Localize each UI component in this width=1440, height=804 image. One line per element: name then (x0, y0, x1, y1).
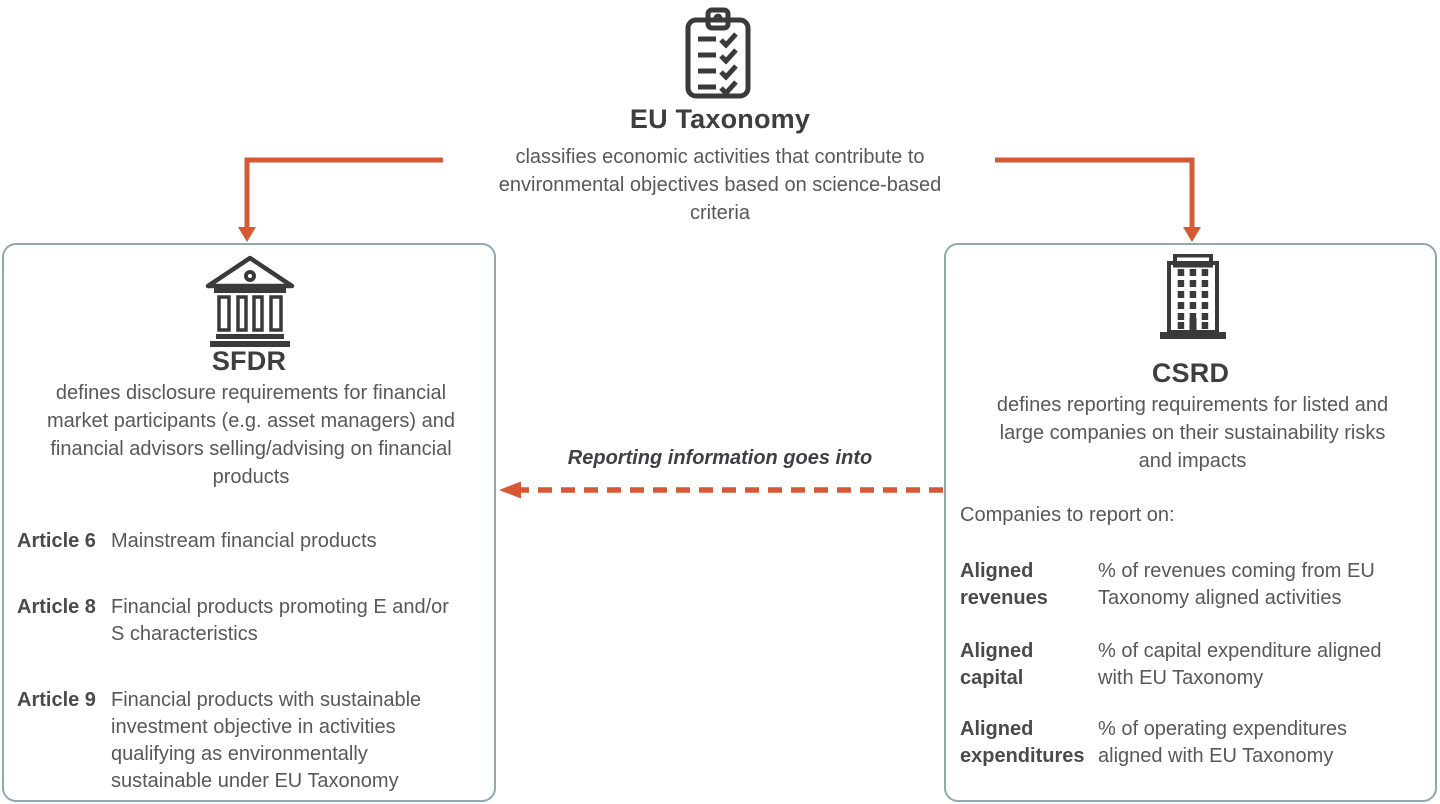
article-8-label: Article 8 (17, 596, 96, 618)
aligned-expenditures-label: Aligned expenditures (960, 718, 1085, 767)
csrd-box: CSRD defines reporting requirements for … (944, 243, 1437, 802)
sfdr-article-8-row: Article 8 Financial products promoting E… (17, 594, 459, 648)
csrd-report-intro: Companies to report on: (960, 504, 1175, 526)
csrd-description: defines reporting requirements for liste… (996, 394, 1389, 472)
csrd-metric-aligned-expenditures: Aligned expenditures % of operating expe… (960, 716, 1398, 770)
eu-taxonomy-block: EU Taxonomy classifies economic activiti… (472, 104, 968, 227)
sfdr-title: SFDR (211, 346, 287, 376)
office-building-icon (1160, 254, 1226, 339)
article-6-text: Mainstream financial products (111, 530, 377, 552)
flow-label: Reporting information goes into (567, 447, 873, 469)
article-8-text: Financial products promoting E and/or S … (111, 596, 449, 645)
sfdr-article-6-row: Article 6 Mainstream financial products (17, 528, 459, 555)
article-6-label: Article 6 (17, 530, 96, 552)
csrd-metric-aligned-revenues: Aligned revenues % of revenues coming fr… (960, 558, 1398, 612)
csrd-title: CSRD (1151, 358, 1230, 388)
sfdr-box: SFDR defines disclosure requirements for… (2, 243, 496, 802)
sfdr-article-9-row: Article 9 Financial products with sustai… (17, 687, 459, 795)
article-9-label: Article 9 (17, 689, 96, 711)
sfdr-description: defines disclosure requirements for fina… (47, 382, 455, 488)
eu-taxonomy-title: EU Taxonomy (629, 104, 811, 134)
arrow-taxonomy-to-sfdr (238, 157, 443, 242)
aligned-capital-text: % of capital expenditure aligned with EU… (1098, 640, 1382, 689)
eu-taxonomy-description: classifies economic activities that cont… (498, 146, 942, 224)
article-9-text: Financial products with sustainable inve… (111, 689, 422, 792)
bank-icon (205, 255, 295, 347)
clipboard-checklist-icon (685, 7, 751, 99)
aligned-expenditures-text: % of operating expenditures aligned with… (1098, 718, 1348, 767)
aligned-revenues-text: % of revenues coming from EU Taxonomy al… (1098, 560, 1375, 609)
aligned-capital-label: Aligned capital (960, 640, 1034, 689)
csrd-metric-aligned-capital: Aligned capital % of capital expenditure… (960, 638, 1398, 692)
arrow-taxonomy-to-csrd (995, 157, 1201, 242)
aligned-revenues-label: Aligned revenues (960, 560, 1048, 609)
dashed-arrow-csrd-to-sfdr (499, 481, 943, 499)
